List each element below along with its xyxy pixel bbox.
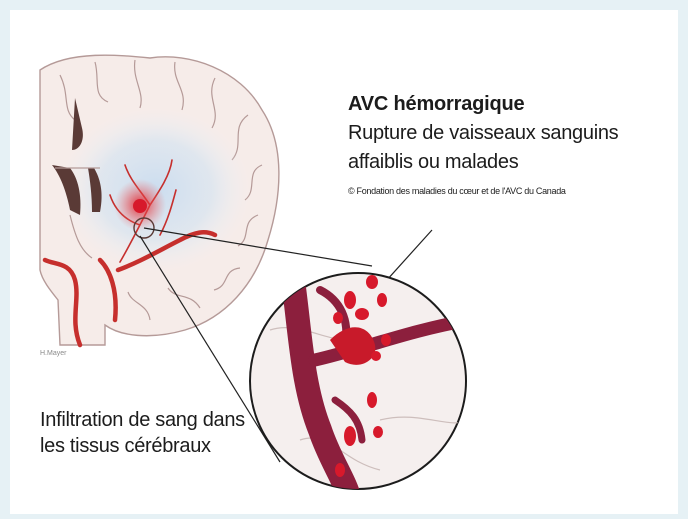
diagram-subtitle: Rupture de vaisseaux sanguins affaiblis … xyxy=(348,119,688,177)
artist-signature: H.Mayer xyxy=(40,350,66,357)
magnified-vessel-inset-icon xyxy=(250,260,470,500)
copyright-notice: © Fondation des maladies du cœur et de l… xyxy=(348,186,566,196)
diagram-title: AVC hémorragique xyxy=(348,93,524,116)
blood-infiltration-caption: Infiltration de sang dans les tissus cér… xyxy=(40,407,270,459)
brain-cross-section-icon xyxy=(40,55,279,345)
